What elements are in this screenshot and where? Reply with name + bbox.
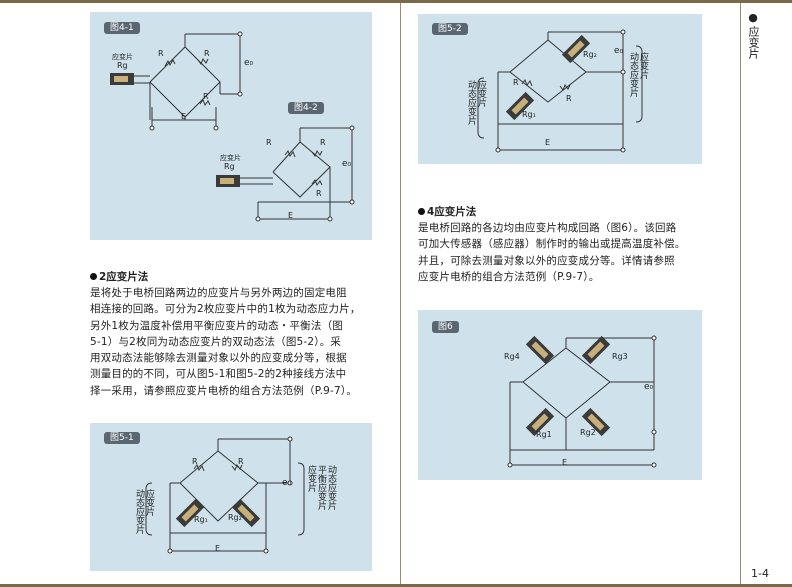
fig5-1-eo: e₀ [282,478,292,488]
side-label-text: 应变片 [747,26,760,59]
fig5-1-r1: R [192,457,198,466]
section-2-body: 是将处于电桥回路两边的应变片与另外两边的固定电阻 相连接的回路。可分为2枚应变片… [90,287,361,397]
strain-gauge-icon [525,335,555,365]
fig6-rg2: Rg2 [580,428,596,437]
fig5-2-e: E [545,138,551,147]
fig4-1-gauge-label: 应变片 [112,53,133,61]
side-bullet: ● [748,11,758,24]
fig5-1-left-label: 应变片动态应变片 [134,489,154,534]
strain-gauge-icon [175,498,205,528]
figure-5-1-panel: 图5-1 [90,423,372,571]
fig5-1-rg2: Rg₂ [228,513,242,522]
fig6-rg1: Rg1 [536,430,552,439]
column-divider [400,3,401,584]
figure-4-2-tag: 图4-2 [288,102,324,114]
fig6-rg3: Rg3 [612,352,628,361]
bullet-icon [90,273,97,280]
figure-5-2-tag: 图5-2 [432,23,468,35]
fig5-2-right-label: 应变片动态应变片 [628,52,648,97]
strain-gauge-icon [505,91,535,121]
section-2-title: 2应变片法 [90,270,148,284]
figure-4-diagram [110,31,355,222]
page-number: 1-4 [751,567,769,580]
fig4-2-r1: R [266,138,272,147]
fig6-eo: e₀ [644,382,654,392]
fig4-1-eo: e₀ [244,58,254,68]
fig4-2-r2: R [320,138,326,147]
strain-gauge-icon [581,335,611,365]
fig4-1-r2: R [204,49,210,58]
figure-5-2-diagram [477,29,643,153]
bottom-rule [0,584,792,587]
margin-divider [740,3,741,584]
fig5-2-rg2: Rg₂ [583,50,597,59]
fig6-e: E [562,458,568,467]
strain-gauge-icon [525,407,555,437]
fig4-2-gauge-label: 应变片 [220,154,241,162]
fig4-2-e: E [288,211,294,220]
figure-4-1-tag: 图4-1 [104,22,140,34]
fig5-1-e: E [215,544,221,553]
fig5-2-r2: R [566,94,572,103]
section-4-body: 是电桥回路的各边均由应变片构成回路（图6）。该回路 可加大传感器（感应器）制作时… [418,222,686,283]
figure-6-panel: 图6 [418,310,702,480]
fig5-2-left-label: 应变片动态应变片 [466,80,486,125]
fig5-2-r1: R [513,78,519,87]
figure-6-tag: 图6 [432,321,459,333]
bullet-icon [418,208,425,215]
top-rule [0,0,792,3]
section-4-title: 4应变片法 [418,205,476,219]
fig4-2-rg-label: Rg [224,162,235,171]
fig4-1-rg-label: Rg [117,61,128,70]
fig4-1-r3: R [203,92,209,101]
figure-4-panel: 图4-1 图4-2 [90,12,372,240]
strain-gauge-icon [561,34,591,64]
fig4-1-r1: R [158,49,164,58]
strain-gauge-icon [581,407,611,437]
fig4-2-r3: R [316,189,322,198]
fig5-1-r2: R [238,457,244,466]
chapter-side-label: ● 应变片 [746,11,760,60]
fig6-rg4: Rg4 [504,352,520,361]
fig5-1-rg1: Rg₁ [194,515,208,524]
strain-gauge-icon [231,498,261,528]
figure-5-1-tag: 图5-1 [104,432,140,444]
fig5-1-right-label: 动态应变片平衡应变片应变片 [306,465,336,510]
figure-5-2-panel: 图5-2 R [418,14,702,164]
fig4-1-e: E [181,112,187,121]
figure-6-diagram [507,335,657,468]
fig4-2-eo: e₀ [342,159,352,169]
figure-5-1-diagram [145,436,305,554]
fig5-2-eo: e₀ [614,46,624,56]
fig5-2-rg1: Rg₁ [522,110,536,119]
